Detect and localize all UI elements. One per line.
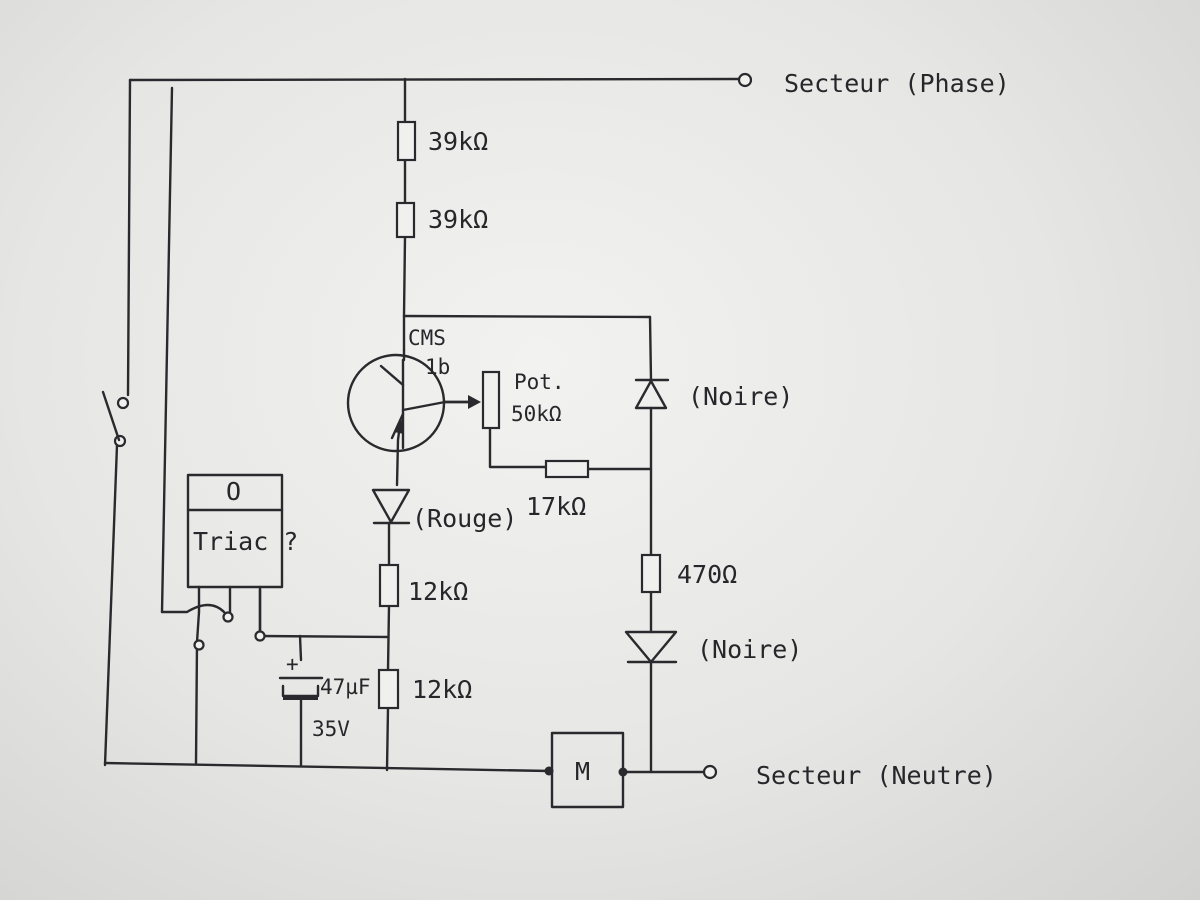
phase-terminal-icon xyxy=(737,72,753,88)
resistor-12k-b xyxy=(377,668,400,710)
led-red xyxy=(371,488,411,525)
switch xyxy=(101,390,130,448)
label-neutral: Secteur (Neutre) xyxy=(756,761,997,790)
label-led-bottom: (Noire) xyxy=(697,635,802,664)
resistor-17k xyxy=(544,459,590,479)
resistor-39k-a xyxy=(396,120,417,162)
label-39k-b: 39kΩ xyxy=(428,205,488,234)
neutral-terminal-icon xyxy=(702,764,718,780)
label-12k-b: 12kΩ xyxy=(412,675,472,704)
transistor xyxy=(346,348,446,453)
resistor-39k-b xyxy=(395,201,416,239)
motor xyxy=(544,731,628,809)
label-cap-value: 47µF xyxy=(320,675,371,699)
label-pot: Pot. xyxy=(514,370,565,394)
label-470: 470Ω xyxy=(677,560,737,589)
label-transistor: CMS xyxy=(408,326,446,350)
resistor-12k-a xyxy=(378,563,400,608)
label-led-red: (Rouge) xyxy=(412,504,517,533)
label-pot-value: 50kΩ xyxy=(511,402,562,426)
label-39k-a: 39kΩ xyxy=(428,127,488,156)
label-phase: Secteur (Phase) xyxy=(784,69,1010,98)
resistor-470 xyxy=(640,553,662,594)
label-17k: 17kΩ xyxy=(526,492,586,521)
label-cap-plus: + xyxy=(286,652,299,676)
label-motor: M xyxy=(575,757,590,786)
label-transistor-code: 1b xyxy=(425,355,450,379)
label-triac-top: O xyxy=(226,477,241,506)
label-cap-voltage: 35V xyxy=(312,717,350,741)
led-bottom xyxy=(624,630,678,664)
label-triac: Triac ? xyxy=(193,527,298,556)
capacitor xyxy=(278,676,324,700)
label-led-top: (Noire) xyxy=(688,382,793,411)
potentiometer xyxy=(443,370,501,430)
triac-package xyxy=(186,473,284,651)
wires xyxy=(103,77,742,774)
label-12k-a: 12kΩ xyxy=(408,577,468,606)
led-top xyxy=(634,378,670,410)
